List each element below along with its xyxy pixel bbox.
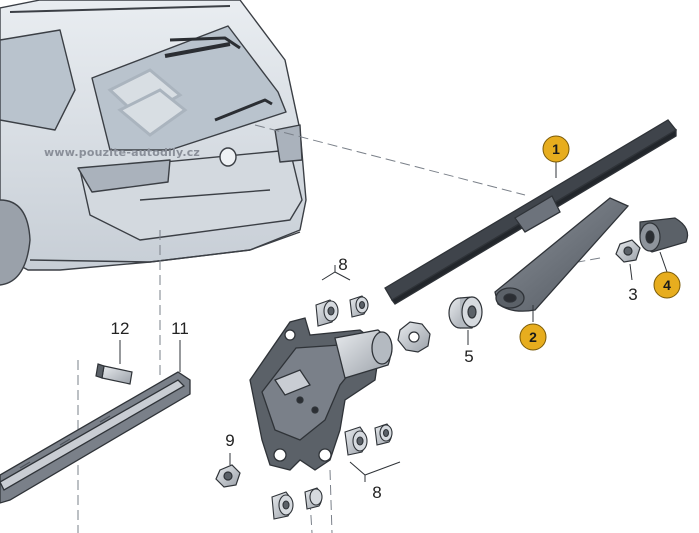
leader-lines bbox=[77, 124, 601, 533]
callout-badge-1: 1 bbox=[542, 135, 570, 163]
cap-part-4 bbox=[639, 217, 689, 253]
callout-label-12: 12 bbox=[111, 319, 130, 338]
callout-label-5: 5 bbox=[464, 347, 473, 366]
high-level-brake-light bbox=[0, 371, 191, 504]
callout-leaders bbox=[119, 162, 668, 465]
callout-label-3: 3 bbox=[628, 285, 637, 304]
callout-label-11: 11 bbox=[171, 319, 189, 338]
wiper-arm bbox=[494, 197, 630, 312]
callout-label-2: 2 bbox=[529, 329, 537, 345]
watermark-logo bbox=[107, 68, 188, 137]
callout-label-8-top: 8 bbox=[338, 255, 347, 274]
wiper-motor bbox=[249, 317, 393, 471]
callout-label-4: 4 bbox=[663, 277, 671, 293]
car-rear-illustration bbox=[0, 0, 307, 286]
callout-label-1: 1 bbox=[552, 141, 560, 157]
nut-part-3 bbox=[615, 239, 641, 263]
nut-part-9 bbox=[215, 464, 241, 488]
watermark-text: www.pouzite-autodily.cz bbox=[44, 146, 201, 159]
callout-badge-4: 4 bbox=[653, 271, 681, 299]
grommets-part-8-top bbox=[315, 295, 369, 327]
callout-label-8-bottom: 8 bbox=[372, 483, 381, 502]
gasket-ring bbox=[397, 321, 431, 353]
bracket-8-bottom bbox=[349, 461, 401, 482]
wiper-blade bbox=[384, 119, 677, 305]
bulb-part-12 bbox=[95, 363, 133, 385]
callout-label-9: 9 bbox=[225, 431, 234, 450]
bracket-8-top bbox=[321, 265, 351, 281]
grommets-part-8-bottom bbox=[344, 423, 393, 456]
grommets-lower bbox=[271, 487, 323, 520]
bushing-part-5 bbox=[448, 296, 483, 329]
callout-badge-2: 2 bbox=[519, 323, 547, 351]
